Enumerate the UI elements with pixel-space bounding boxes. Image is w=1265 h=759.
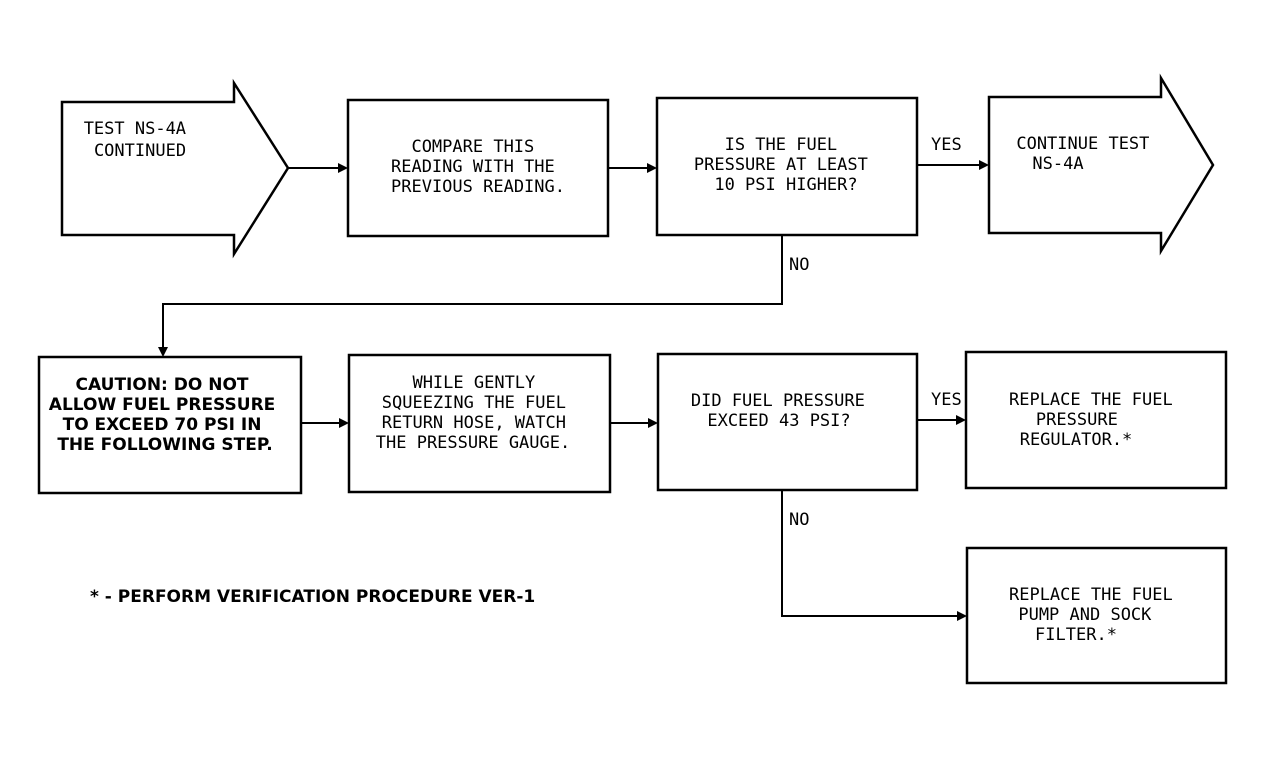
compare-node: COMPARE THIS READING WITH THE PREVIOUS R… <box>346 98 610 238</box>
decision-1-box <box>655 96 919 237</box>
decision-1-no-label: NO <box>789 255 809 275</box>
decision-2-node: DID FUEL PRESSURE EXCEED 43 PSI? <box>656 352 919 492</box>
connector-decision-1-yes <box>917 160 989 170</box>
connector-compare-to-decision-1 <box>608 163 657 173</box>
caution-text: CAUTION: DO NOT ALLOW FUEL PRESSURE TO E… <box>49 375 281 455</box>
connector-squeeze-to-decision-2 <box>610 418 658 428</box>
replace-regulator-node: REPLACE THE FUEL PRESSURE REGULATOR.* <box>964 350 1228 490</box>
replace-pump-box <box>965 546 1228 685</box>
decision-1-yes-label: YES <box>931 135 962 155</box>
squeeze-box <box>347 353 612 494</box>
continue-test-node: CONTINUE TEST NS-4A <box>987 73 1215 256</box>
caution-box <box>37 355 303 495</box>
continue-test-text: CONTINUE TEST NS-4A <box>1016 134 1159 174</box>
connector-caution-to-squeeze <box>301 418 349 428</box>
decision-2-no-label: NO <box>789 510 809 530</box>
compare-box <box>346 98 610 238</box>
start-arrow-shape <box>60 78 290 259</box>
compare-text: COMPARE THIS READING WITH THE PREVIOUS R… <box>391 137 565 197</box>
squeeze-node: WHILE GENTLY SQUEEZING THE FUEL RETURN H… <box>347 353 612 494</box>
decision-1-node: IS THE FUEL PRESSURE AT LEAST 10 PSI HIG… <box>655 96 919 237</box>
caution-node: CAUTION: DO NOT ALLOW FUEL PRESSURE TO E… <box>37 355 303 495</box>
replace-regulator-text: REPLACE THE FUEL PRESSURE REGULATOR.* <box>1009 390 1183 450</box>
start-node: TEST NS-4A CONTINUED <box>60 78 290 259</box>
squeeze-text: WHILE GENTLY SQUEEZING THE FUEL RETURN H… <box>376 373 576 453</box>
replace-pump-text: REPLACE THE FUEL PUMP AND SOCK FILTER.* <box>1009 585 1183 645</box>
replace-regulator-box <box>964 350 1228 490</box>
decision-2-box <box>656 352 919 492</box>
decision-2-yes-label: YES <box>931 390 962 410</box>
connector-decision-2-yes <box>917 415 966 425</box>
connector-start-to-compare <box>288 163 348 173</box>
start-text: TEST NS-4A CONTINUED <box>84 119 197 161</box>
decision-2-text: DID FUEL PRESSURE EXCEED 43 PSI? <box>691 391 875 431</box>
continue-test-arrow-shape <box>987 73 1215 256</box>
replace-pump-node: REPLACE THE FUEL PUMP AND SOCK FILTER.* <box>965 546 1228 685</box>
footnote: * - PERFORM VERIFICATION PROCEDURE VER-1 <box>90 587 535 607</box>
connector-decision-2-no <box>781 490 967 621</box>
decision-1-text: IS THE FUEL PRESSURE AT LEAST 10 PSI HIG… <box>694 135 878 195</box>
connector-decision-1-no <box>158 235 783 357</box>
